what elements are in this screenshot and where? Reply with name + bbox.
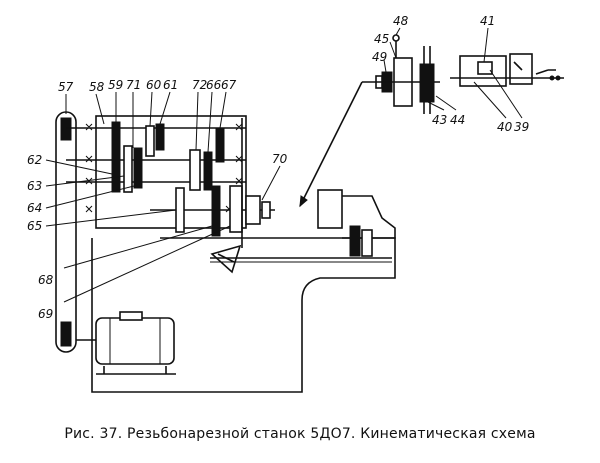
label-45: 45 <box>374 32 389 46</box>
pulley-top <box>60 117 72 141</box>
spindle-detail <box>362 34 440 114</box>
belt-57 <box>55 111 77 353</box>
gear-66 <box>203 151 213 191</box>
label-49: 49 <box>372 50 387 64</box>
label-65: 65 <box>27 219 42 233</box>
label-71: 71 <box>126 78 141 92</box>
bearings <box>85 123 243 213</box>
label-63: 63 <box>27 179 42 193</box>
label-62: 62 <box>27 153 42 167</box>
gear-65 <box>175 187 185 233</box>
feed-cam <box>210 244 242 274</box>
leader-line <box>299 81 363 207</box>
label-68: 68 <box>38 273 54 287</box>
gear-58 <box>111 121 121 193</box>
gear-59 <box>123 145 133 193</box>
control-detail <box>450 53 564 87</box>
gear-71 <box>133 147 143 189</box>
label-48: 48 <box>393 14 409 28</box>
cutting-head <box>317 189 396 257</box>
label-72: 72 <box>192 78 207 92</box>
label-61: 61 <box>163 78 178 92</box>
machine-bed <box>91 237 396 393</box>
figure-caption: Рис. 37. Резьбонарезной станок 5ДО7. Кин… <box>64 426 536 442</box>
electric-motor <box>76 311 176 375</box>
label-64: 64 <box>27 201 42 215</box>
gear-67 <box>215 127 225 163</box>
label-60: 60 <box>146 78 162 92</box>
gearbox-housing <box>95 115 247 229</box>
label-59: 59 <box>108 78 123 92</box>
gear-68 <box>211 185 221 237</box>
label-70: 70 <box>272 152 288 166</box>
label-66: 66 <box>206 78 222 92</box>
label-leaders <box>45 27 523 303</box>
gear-60 <box>145 125 155 157</box>
kinematic-diagram: 57 58 59 71 60 61 72 66 67 62 63 64 65 7… <box>27 14 564 393</box>
label-43: 43 <box>432 113 447 127</box>
gear-61 <box>155 123 165 151</box>
label-39: 39 <box>514 120 529 134</box>
label-57: 57 <box>58 80 74 94</box>
pulley-bottom <box>60 321 72 347</box>
label-44: 44 <box>450 113 465 127</box>
label-40: 40 <box>497 120 513 134</box>
label-69: 69 <box>38 307 53 321</box>
label-41: 41 <box>480 14 495 28</box>
gear-72 <box>189 149 201 191</box>
label-67: 67 <box>221 78 237 92</box>
label-58: 58 <box>89 80 105 94</box>
gear-70 <box>229 185 243 233</box>
